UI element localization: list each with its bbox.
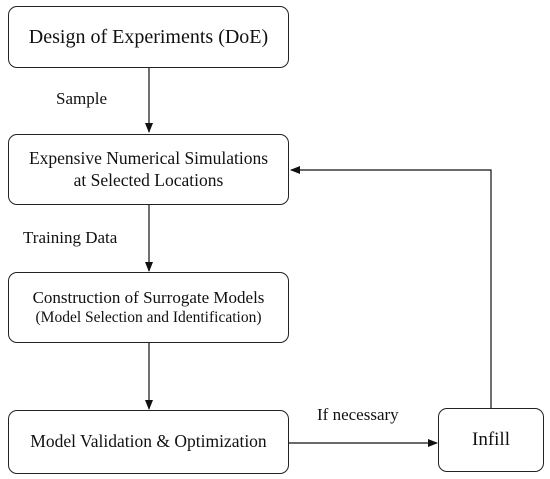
sample-edge-label: Sample	[56, 89, 107, 108]
surrogate-label-line1: Construction of Surrogate Models	[32, 288, 265, 308]
if-necessary-edge-label: If necessary	[317, 405, 399, 424]
validation-box: Model Validation & Optimization	[8, 410, 289, 474]
doe-box: Design of Experiments (DoE)	[8, 6, 289, 68]
doe-label: Design of Experiments (DoE)	[28, 25, 269, 48]
surrogate-label-line2: (Model Selection and Identification)	[35, 309, 262, 327]
training-data-edge-label: Training Data	[23, 228, 118, 247]
surrogate-box: Construction of Surrogate Models (Model …	[8, 272, 289, 343]
validation-label: Model Validation & Optimization	[30, 431, 267, 452]
infill-box: Infill	[438, 408, 544, 472]
simulation-box: Expensive Numerical Simulations at Selec…	[8, 134, 289, 205]
simulation-label-line2: at Selected Locations	[73, 169, 224, 190]
arrow-infill-to-simulation	[290, 166, 492, 408]
simulation-label-line1: Expensive Numerical Simulations	[28, 147, 269, 168]
infill-label: Infill	[472, 429, 510, 451]
